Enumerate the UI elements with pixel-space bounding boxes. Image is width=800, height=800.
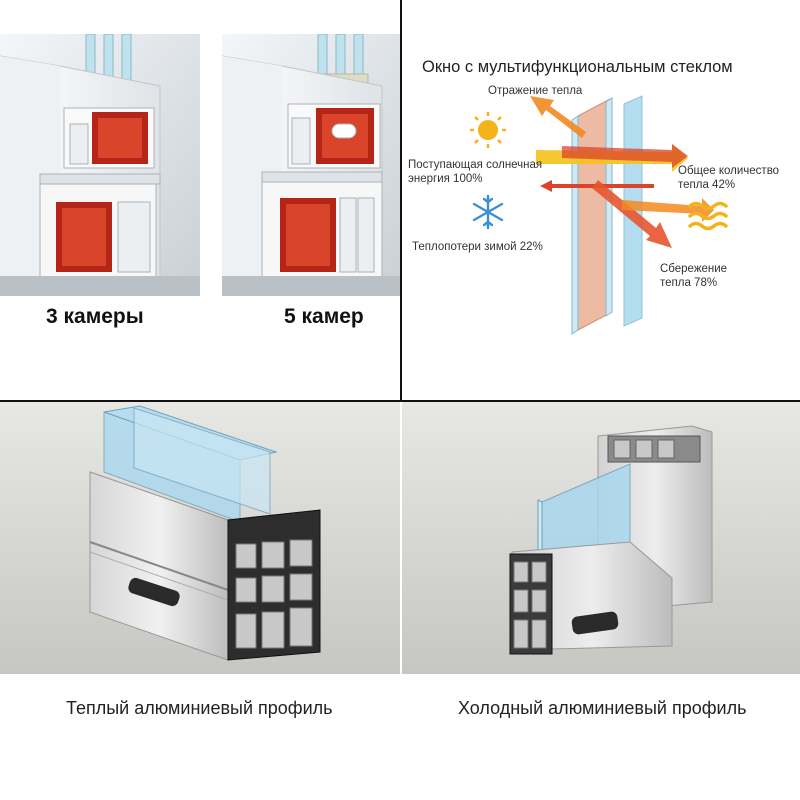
sun-icon <box>470 112 506 148</box>
horizontal-divider <box>0 400 800 402</box>
window-handle-icon <box>128 577 180 607</box>
glass-diagram-title: Окно с мультифункциональным стеклом <box>422 58 733 76</box>
cold-aluminium-panel: Холодный алюминиевый профиль <box>402 402 800 800</box>
heat-reflection-label: Отражение тепла <box>488 85 583 97</box>
pvc-profiles-panel: 3 камеры 5 камер <box>0 0 400 400</box>
glass-diagram-panel: Окно с мультифункциональным стеклом <box>402 0 800 400</box>
pvc-3-chamber-image <box>0 34 200 296</box>
solar-energy-label: Поступающая солнечная энергия 100% <box>408 159 543 185</box>
cold-aluminium-label: Холодный алюминиевый профиль <box>458 698 747 718</box>
window-handle-icon <box>571 611 619 635</box>
heat-loss-label: Теплопотери зимой 22% <box>412 241 543 253</box>
heat-savings-label: Сбережение тепла 78% <box>660 263 728 289</box>
warm-aluminium-label: Теплый алюминиевый профиль <box>66 698 333 718</box>
heat-waves-icon <box>688 201 728 231</box>
snowflake-icon <box>472 194 504 230</box>
pvc-5-chamber-image <box>222 34 400 296</box>
heat-reflection-arrow <box>530 96 586 138</box>
glass-heat-diagram <box>470 95 728 335</box>
cold-aluminium-profile-image <box>402 402 800 674</box>
total-heat-arrow <box>562 144 688 168</box>
warm-aluminium-profile-image <box>0 402 400 674</box>
warm-aluminium-panel: Теплый алюминиевый профиль <box>0 402 400 800</box>
pvc-3-chamber-label: 3 камеры <box>46 305 144 328</box>
pvc-5-chamber-label: 5 камер <box>284 305 364 328</box>
vertical-divider <box>400 0 402 400</box>
total-heat-label: Общее количество тепла 42% <box>678 165 780 191</box>
heat-savings-arrow <box>592 180 672 248</box>
